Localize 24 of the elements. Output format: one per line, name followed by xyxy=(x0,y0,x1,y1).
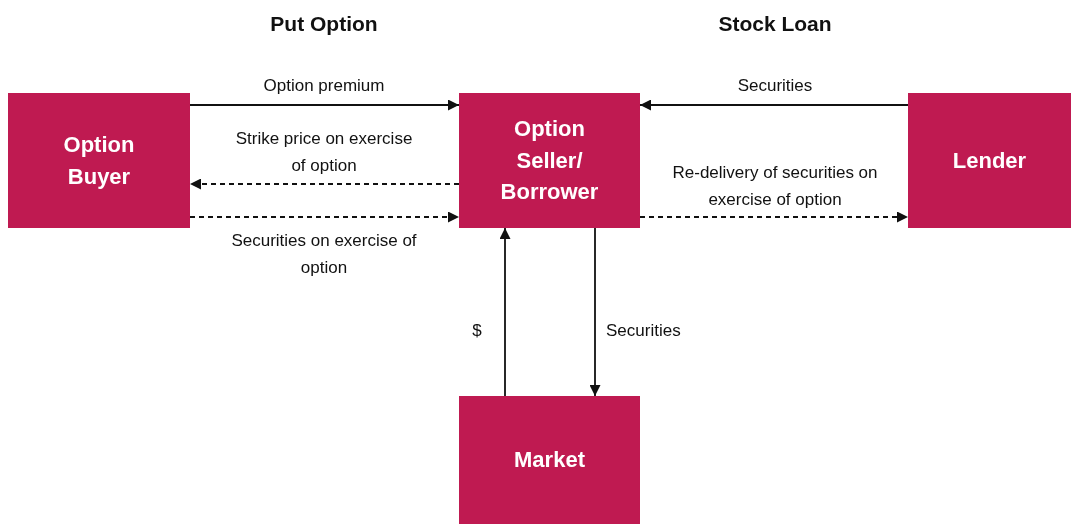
entity-box xyxy=(459,93,640,228)
entity-box xyxy=(459,396,640,524)
arrow xyxy=(639,99,909,111)
edge-label: Securities xyxy=(736,75,814,97)
entity-name: Option Seller/ Borrower xyxy=(499,114,600,207)
edge-label: Strike price on exercise of option xyxy=(234,128,414,178)
arrow xyxy=(189,99,460,111)
section-heading: Stock Loan xyxy=(717,12,833,36)
arrow xyxy=(189,178,460,190)
arrow xyxy=(189,211,460,223)
entity-name: Market xyxy=(514,446,585,475)
entity-box xyxy=(8,93,190,228)
edge-label: Re-delivery of securities on exercise of option xyxy=(671,162,879,212)
edge-label: $ xyxy=(471,320,483,342)
edge-label: Option premium xyxy=(262,75,386,97)
entity-name: Lender xyxy=(952,146,1027,175)
entity-box xyxy=(908,93,1071,228)
arrow xyxy=(639,211,909,223)
edge-label: Securities on exercise of option xyxy=(230,230,418,280)
arrow xyxy=(499,227,511,397)
entity-name: Option Buyer xyxy=(62,130,136,191)
section-heading: Put Option xyxy=(269,12,379,36)
arrow xyxy=(589,227,601,397)
edge-label: Securities xyxy=(606,320,682,342)
